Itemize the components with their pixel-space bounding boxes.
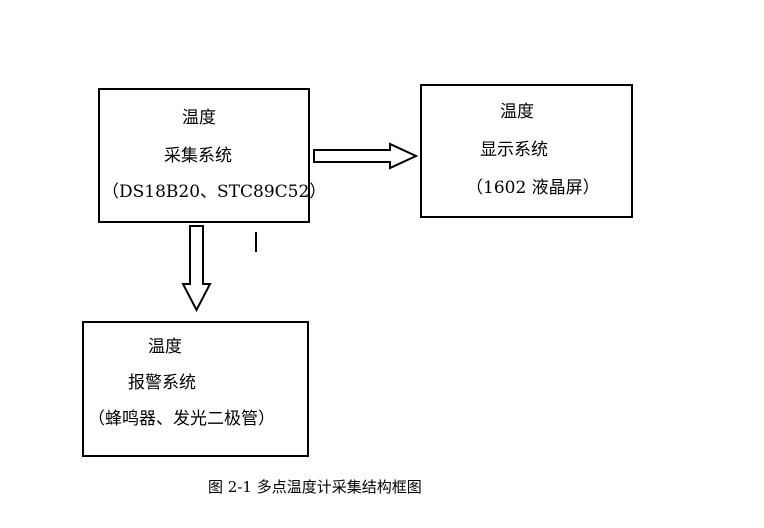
figure-caption: 图 2-1 多点温度计采集结构框图 <box>208 478 422 496</box>
display-title-line1: 温度 <box>500 102 534 122</box>
alarm-title-line2: 报警系统 <box>128 373 196 393</box>
acquisition-title-line1: 温度 <box>182 108 216 128</box>
alarm-components-label: （蜂鸣器、发光二极管） <box>88 409 275 429</box>
display-system-box: 温度 显示系统 （1602 液晶屏） <box>420 84 633 218</box>
alarm-system-box: 温度 报警系统 （蜂鸣器、发光二极管） <box>82 321 309 457</box>
alarm-title-line1: 温度 <box>148 337 182 357</box>
down-arrow-icon <box>181 225 212 313</box>
acquisition-components-label: （DS18B20、STC89C52） <box>102 182 327 202</box>
right-arrow-icon <box>313 142 419 170</box>
display-title-line2: 显示系统 <box>480 140 548 160</box>
vertical-mark <box>255 232 257 252</box>
acquisition-system-box: 温度 采集系统 （DS18B20、STC89C52） <box>98 88 326 223</box>
display-components-label: （1602 液晶屏） <box>466 178 600 198</box>
acquisition-title-line2: 采集系统 <box>164 146 232 166</box>
